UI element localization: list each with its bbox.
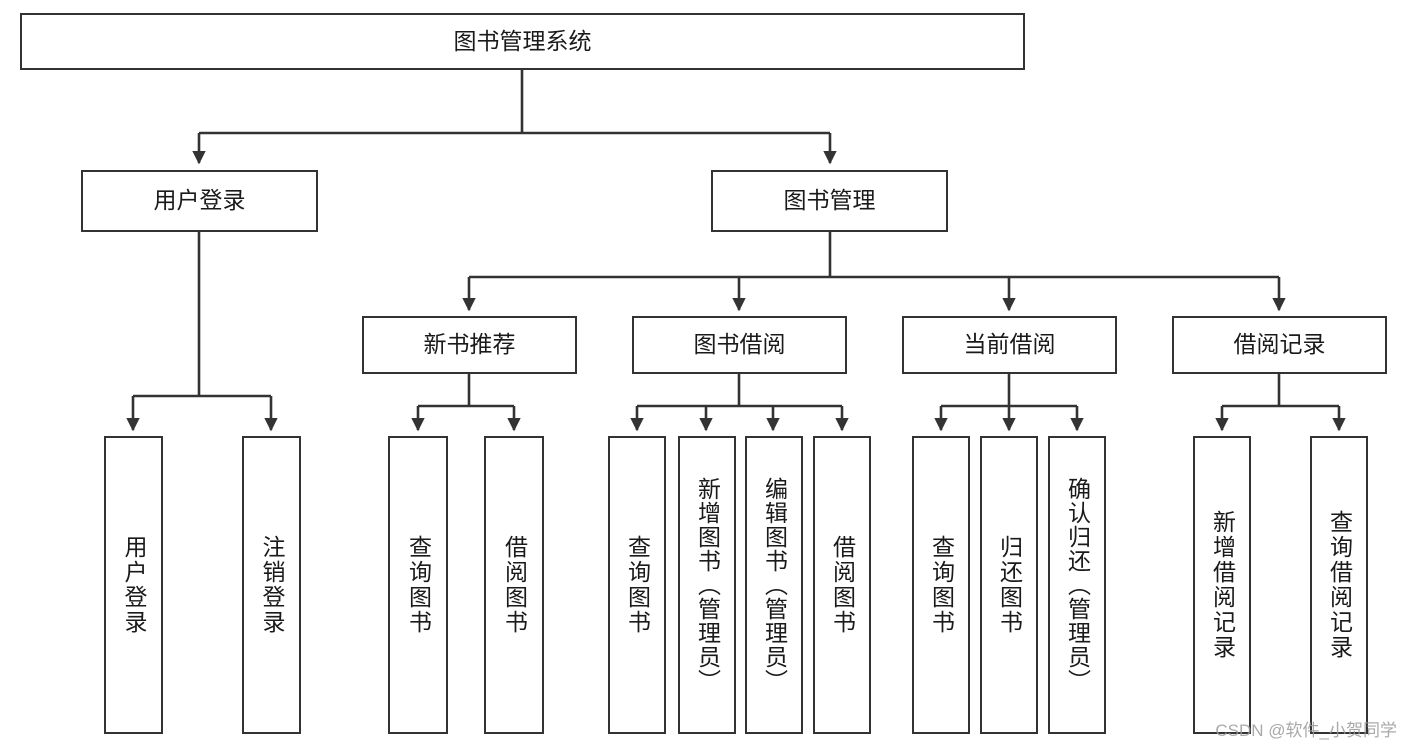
leaf-edit-book-admin[interactable]: 编辑图书（管理员）: [745, 436, 803, 734]
leaf-add-book-admin[interactable]: 新增图书（管理员）: [678, 436, 736, 734]
node-label: 新书推荐: [423, 331, 516, 358]
node-label: 借阅图书: [829, 535, 856, 635]
node-label: 图书借阅: [693, 331, 786, 358]
node-book-management[interactable]: 图书管理: [711, 170, 948, 232]
node-label: 借阅记录: [1233, 331, 1326, 358]
node-label: 查询图书: [928, 535, 955, 635]
node-label: 用户登录: [153, 187, 246, 214]
leaf-borrow-books-new[interactable]: 借阅图书: [484, 436, 544, 734]
node-book-borrowing[interactable]: 图书借阅: [632, 316, 847, 374]
node-label: 查询借阅记录: [1326, 510, 1353, 660]
node-label: 查询图书: [624, 535, 651, 635]
node-label: 图书管理: [783, 187, 876, 214]
node-label: 新增借阅记录: [1209, 510, 1236, 660]
leaf-user-login[interactable]: 用户登录: [104, 436, 163, 734]
node-user-login[interactable]: 用户登录: [81, 170, 318, 232]
node-label: 归还图书: [996, 535, 1023, 635]
node-label: 新增图书（管理员）: [694, 477, 721, 693]
csdn-watermark: CSDN @软件_小贺同学: [1215, 721, 1397, 740]
node-label: 注销登录: [259, 535, 285, 635]
leaf-confirm-return-admin[interactable]: 确认归还（管理员）: [1048, 436, 1106, 734]
node-borrowing-records[interactable]: 借阅记录: [1172, 316, 1387, 374]
leaf-query-books-borrow[interactable]: 查询图书: [608, 436, 666, 734]
node-label: 确认归还（管理员）: [1064, 477, 1091, 693]
node-label: 用户登录: [121, 535, 147, 635]
node-label: 编辑图书（管理员）: [761, 477, 788, 693]
node-new-book-recommendation[interactable]: 新书推荐: [362, 316, 577, 374]
node-label: 借阅图书: [501, 535, 528, 635]
leaf-return-books[interactable]: 归还图书: [980, 436, 1038, 734]
leaf-borrow-books[interactable]: 借阅图书: [813, 436, 871, 734]
node-label: 查询图书: [405, 535, 432, 635]
leaf-query-borrow-record[interactable]: 查询借阅记录: [1310, 436, 1368, 734]
node-current-borrowing[interactable]: 当前借阅: [902, 316, 1117, 374]
node-label: 当前借阅: [963, 331, 1056, 358]
leaf-logout[interactable]: 注销登录: [242, 436, 301, 734]
node-label: 图书管理系统: [453, 27, 592, 54]
leaf-add-borrow-record[interactable]: 新增借阅记录: [1193, 436, 1251, 734]
node-root-book-management-system[interactable]: 图书管理系统: [20, 13, 1025, 70]
leaf-query-books-new[interactable]: 查询图书: [388, 436, 448, 734]
leaf-query-books-current[interactable]: 查询图书: [912, 436, 970, 734]
